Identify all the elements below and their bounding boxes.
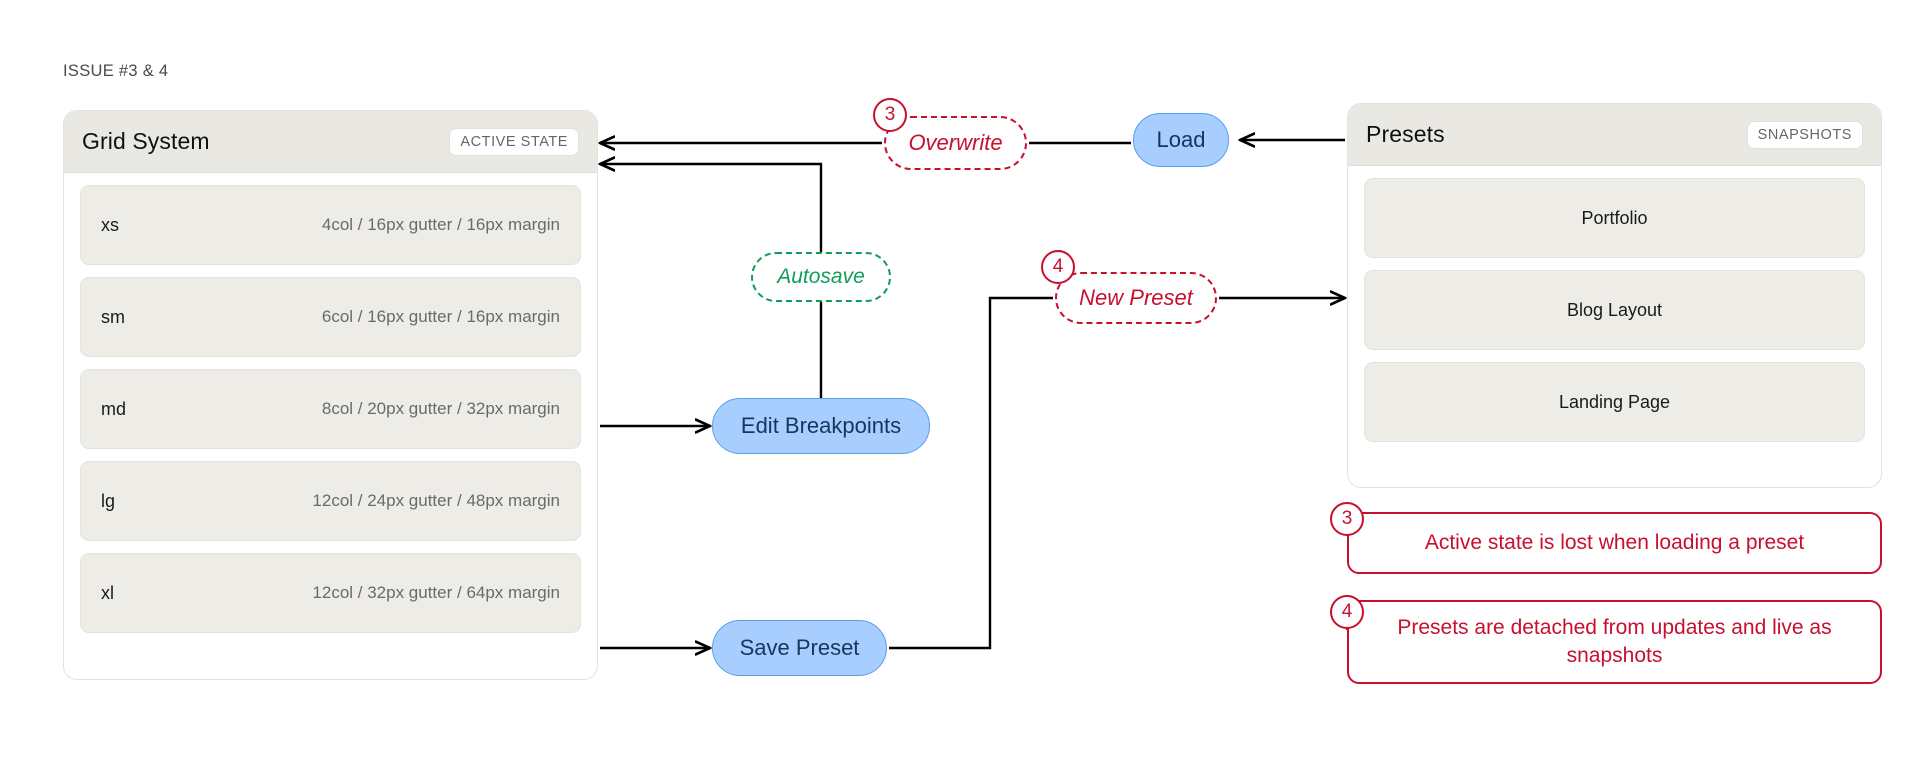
breakpoint-value: 12col / 24px gutter / 48px margin [312, 491, 560, 510]
breakpoint-value: 8col / 20px gutter / 32px margin [321, 399, 560, 418]
breakpoint-value: 6col / 16px gutter / 16px margin [321, 307, 560, 326]
presets-body: Portfolio Blog Layout Landing Page [1348, 166, 1881, 454]
breakpoint-key: xl [101, 582, 114, 603]
save-preset-button[interactable]: Save Preset [712, 620, 887, 676]
preset-label: Portfolio [1581, 207, 1648, 228]
breakpoint-key: xs [101, 214, 119, 235]
issue-badge-3-flow: 3 [873, 98, 907, 132]
issue-note-4: Presets are detached from updates and li… [1347, 600, 1882, 684]
autosave-annotation: Autosave [751, 252, 891, 302]
new-preset-annotation: New Preset [1055, 272, 1217, 324]
active-state-chip: ACTIVE STATE [449, 127, 579, 156]
edge-save-preset-to-new-preset [889, 296, 1053, 650]
grid-system-card: Grid System ACTIVE STATE xs 4col / 16px … [63, 110, 598, 680]
overwrite-annotation: Overwrite [884, 116, 1027, 170]
breakpoint-row[interactable]: xl 12col / 32px gutter / 64px margin [80, 553, 581, 633]
preset-label: Landing Page [1558, 391, 1671, 412]
breakpoint-row[interactable]: sm 6col / 16px gutter / 16px margin [80, 277, 581, 357]
breakpoint-row[interactable]: xs 4col / 16px gutter / 16px margin [80, 185, 581, 265]
issue-note-3: Active state is lost when loading a pres… [1347, 512, 1882, 574]
edit-breakpoints-button[interactable]: Edit Breakpoints [712, 398, 930, 454]
presets-card: Presets SNAPSHOTS Portfolio Blog Layout … [1347, 103, 1882, 488]
preset-item[interactable]: Portfolio [1364, 178, 1865, 258]
issue-badge-3-note: 3 [1330, 502, 1364, 536]
edge-autosave-to-grid [600, 164, 823, 398]
breakpoint-row[interactable]: lg 12col / 24px gutter / 48px margin [80, 461, 581, 541]
breakpoint-key: sm [101, 306, 125, 327]
breakpoint-key: lg [101, 490, 116, 511]
issue-badge-4-flow: 4 [1041, 250, 1075, 284]
grid-system-header: Grid System ACTIVE STATE [64, 111, 597, 173]
presets-title: Presets [1366, 121, 1445, 147]
grid-system-title: Grid System [82, 128, 210, 154]
preset-item[interactable]: Landing Page [1364, 362, 1865, 442]
breakpoint-value: 4col / 16px gutter / 16px margin [321, 215, 560, 234]
preset-label: Blog Layout [1566, 299, 1663, 320]
load-button[interactable]: Load [1133, 113, 1229, 167]
breakpoint-row[interactable]: md 8col / 20px gutter / 32px margin [80, 369, 581, 449]
issue-caption: ISSUE #3 & 4 [63, 62, 169, 80]
issue-badge-4-note: 4 [1330, 595, 1364, 629]
snapshots-chip: SNAPSHOTS [1746, 120, 1863, 149]
preset-item[interactable]: Blog Layout [1364, 270, 1865, 350]
breakpoint-value: 12col / 32px gutter / 64px margin [312, 583, 560, 602]
grid-system-body: xs 4col / 16px gutter / 16px margin sm 6… [64, 173, 597, 645]
breakpoint-key: md [101, 398, 127, 419]
presets-header: Presets SNAPSHOTS [1348, 104, 1881, 166]
